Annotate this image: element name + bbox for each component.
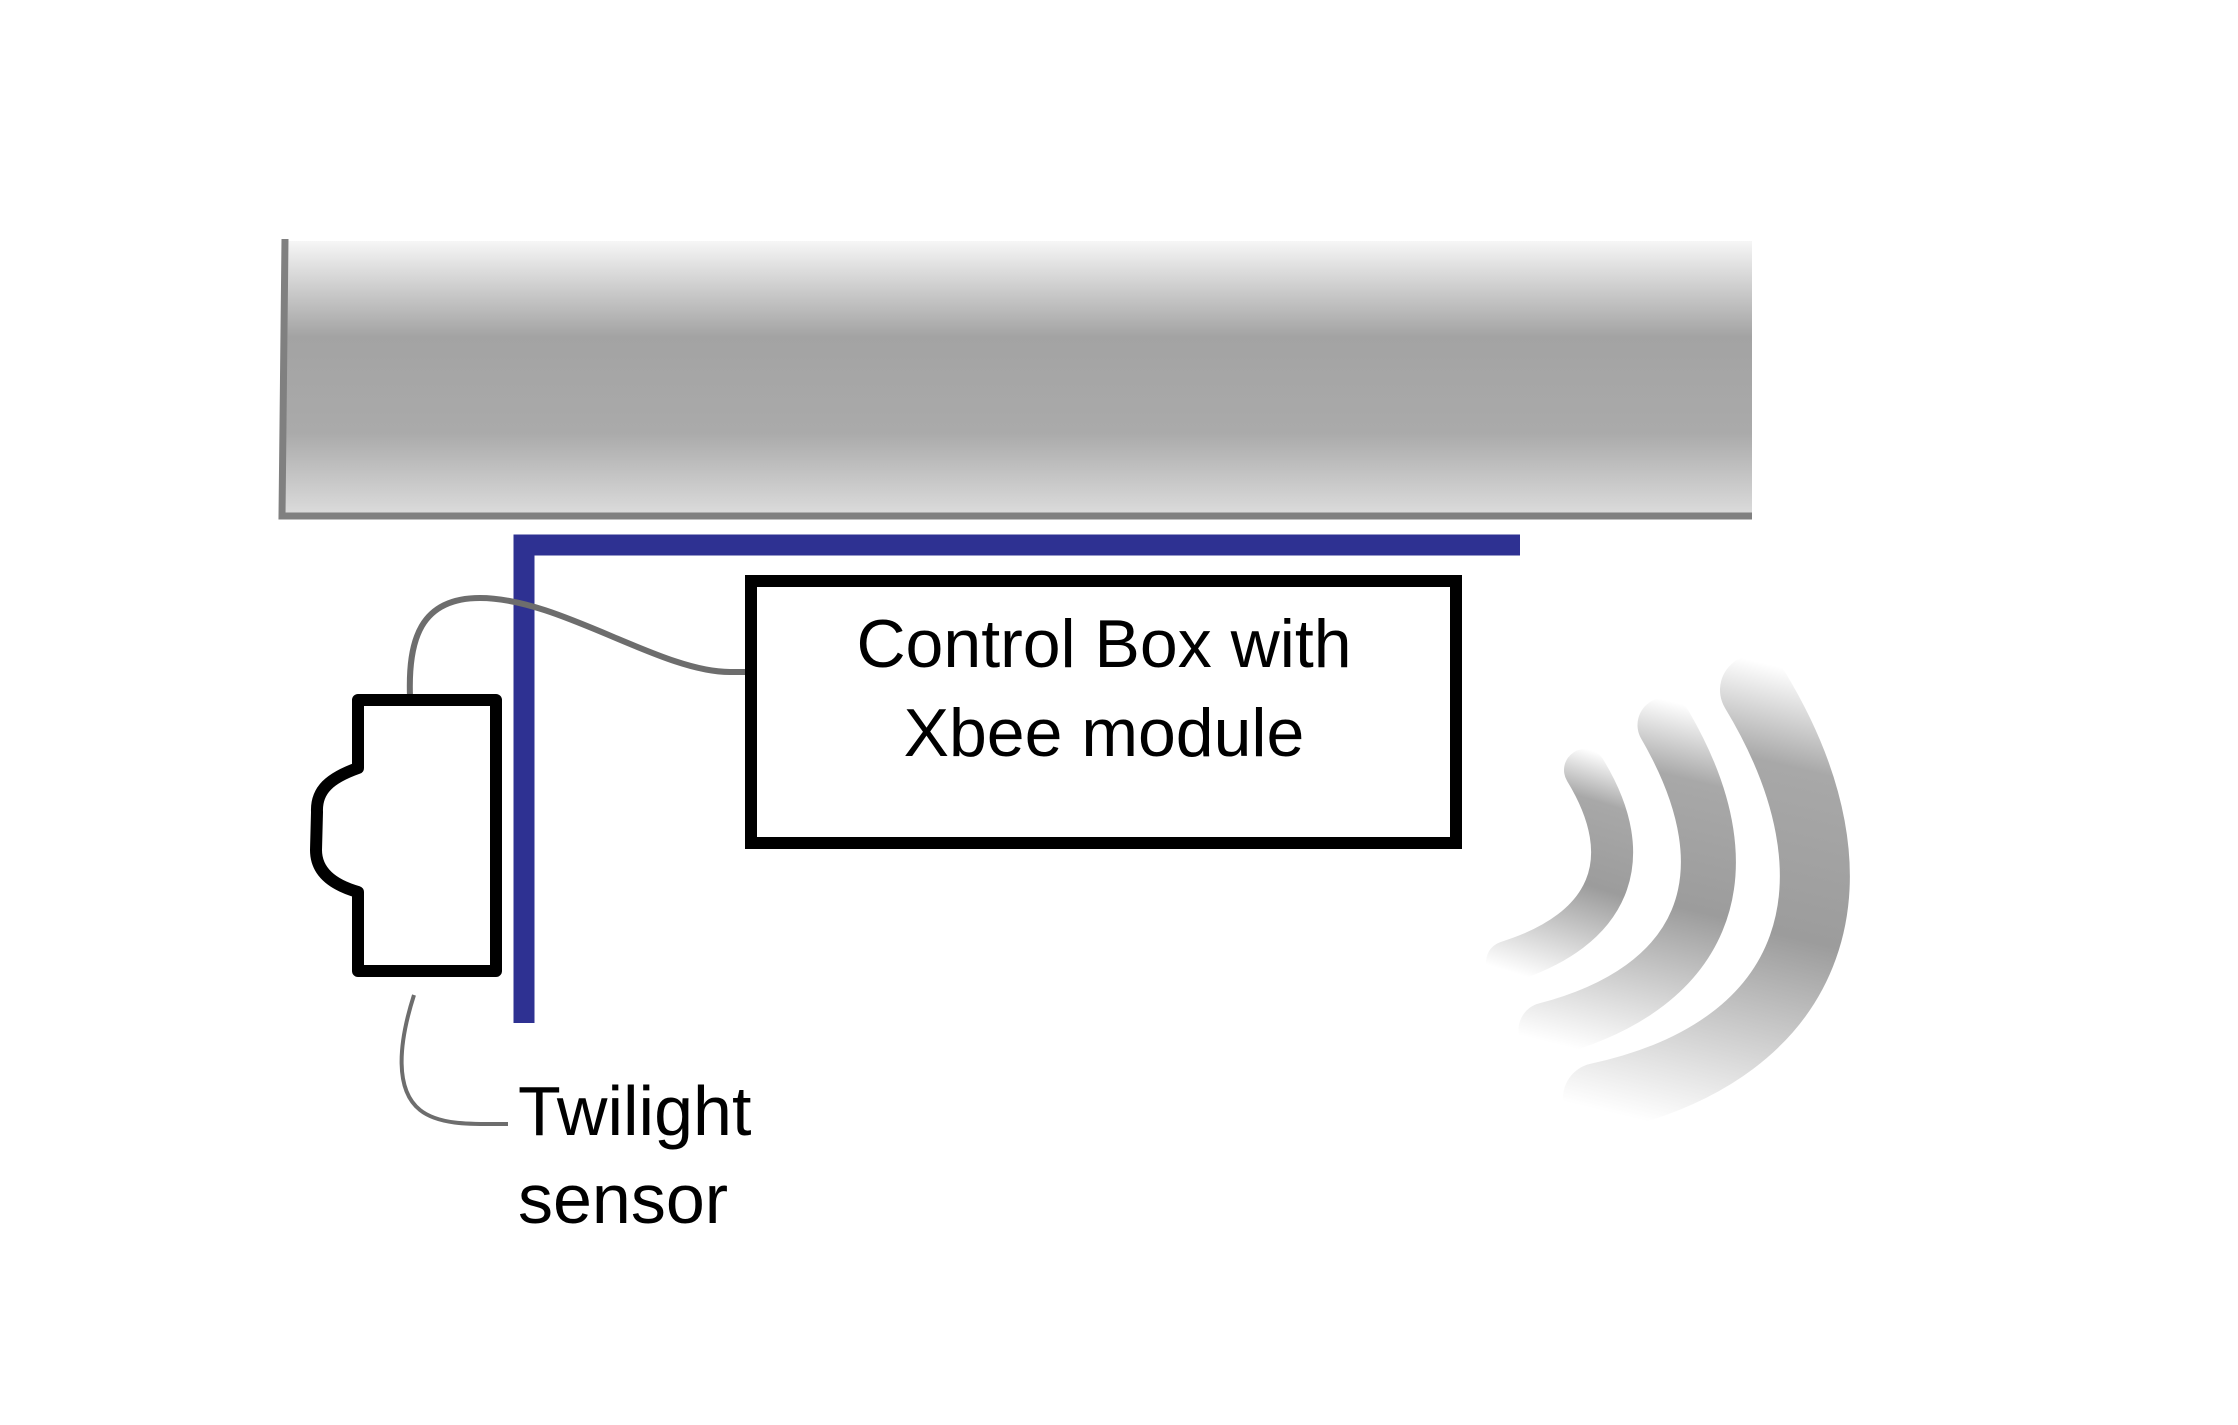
beam — [278, 238, 1752, 520]
wireless-signal-icon — [1486, 655, 1850, 1133]
signal-arc-medium — [1518, 697, 1736, 1058]
control-box-label-line1: Control Box with — [856, 606, 1351, 682]
sensor-cable — [406, 594, 748, 698]
control-box-label-line2: Xbee module — [904, 695, 1305, 771]
signal-arc-small — [1486, 749, 1634, 983]
control-box: Control Box with Xbee module — [745, 575, 1462, 849]
sensor-label-line1: Twilight — [518, 1072, 751, 1150]
sensor-leader-line — [399, 994, 509, 1127]
twilight-sensor-housing — [310, 694, 502, 977]
control-box-outline — [745, 575, 1462, 849]
beam-edge — [278, 238, 1752, 520]
mounting-bracket — [513, 534, 1520, 1023]
signal-arc-large — [1563, 655, 1850, 1133]
sensor-label-line2: sensor — [518, 1160, 728, 1238]
beam-body — [284, 241, 1752, 515]
